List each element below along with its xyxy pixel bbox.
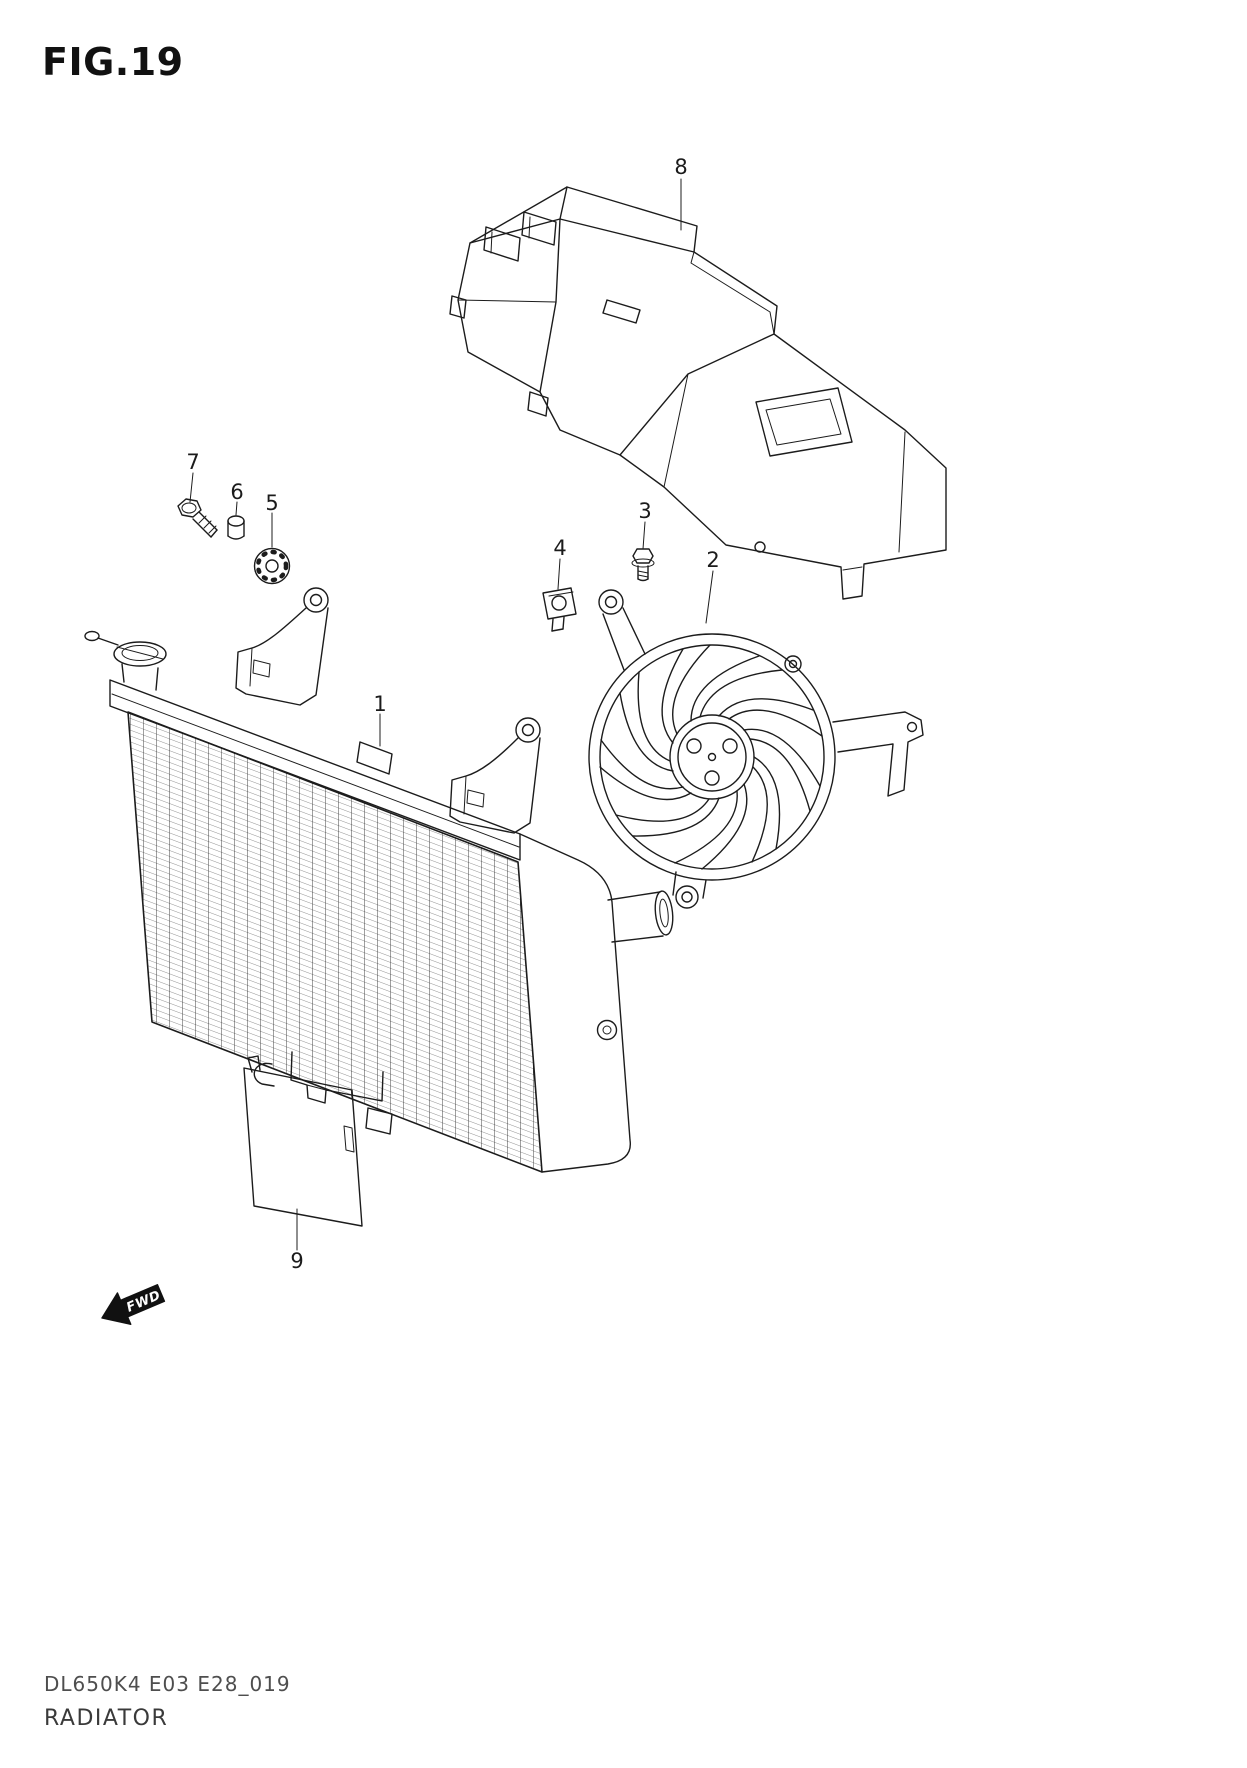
spacer-6-drawing bbox=[227, 515, 245, 540]
callout-2: 2 bbox=[706, 548, 720, 572]
cushion-4-drawing bbox=[542, 587, 577, 632]
grommet-5-drawing bbox=[253, 547, 291, 585]
callout-3: 3 bbox=[638, 499, 652, 523]
lower-bracket-drawing bbox=[290, 1051, 384, 1104]
callout-4: 4 bbox=[553, 536, 567, 560]
bolt-7-drawing bbox=[177, 498, 218, 538]
figure-title: FIG.19 bbox=[42, 40, 184, 84]
radiator-bracket-left-drawing bbox=[235, 587, 329, 706]
callout-9: 9 bbox=[290, 1249, 304, 1273]
radiator-drawing bbox=[84, 630, 674, 1173]
callout-1: 1 bbox=[373, 692, 387, 716]
callout-5: 5 bbox=[265, 491, 279, 515]
drawing-code: DL650K4 E03 E28_019 bbox=[44, 1672, 291, 1696]
cooling-fan-drawing bbox=[588, 589, 924, 909]
radiator-bracket-right-drawing bbox=[449, 717, 541, 834]
bolt-3-drawing bbox=[631, 548, 655, 582]
fwd-arrow: FWD bbox=[101, 1284, 166, 1325]
callout-leader-lines bbox=[189, 178, 714, 1251]
figure-caption: RADIATOR bbox=[44, 1706, 169, 1731]
fan-shroud-drawing bbox=[449, 186, 947, 600]
callout-6: 6 bbox=[230, 480, 244, 504]
callout-8: 8 bbox=[674, 155, 688, 179]
shield-plate-drawing bbox=[243, 1055, 363, 1227]
callout-7: 7 bbox=[186, 450, 200, 474]
